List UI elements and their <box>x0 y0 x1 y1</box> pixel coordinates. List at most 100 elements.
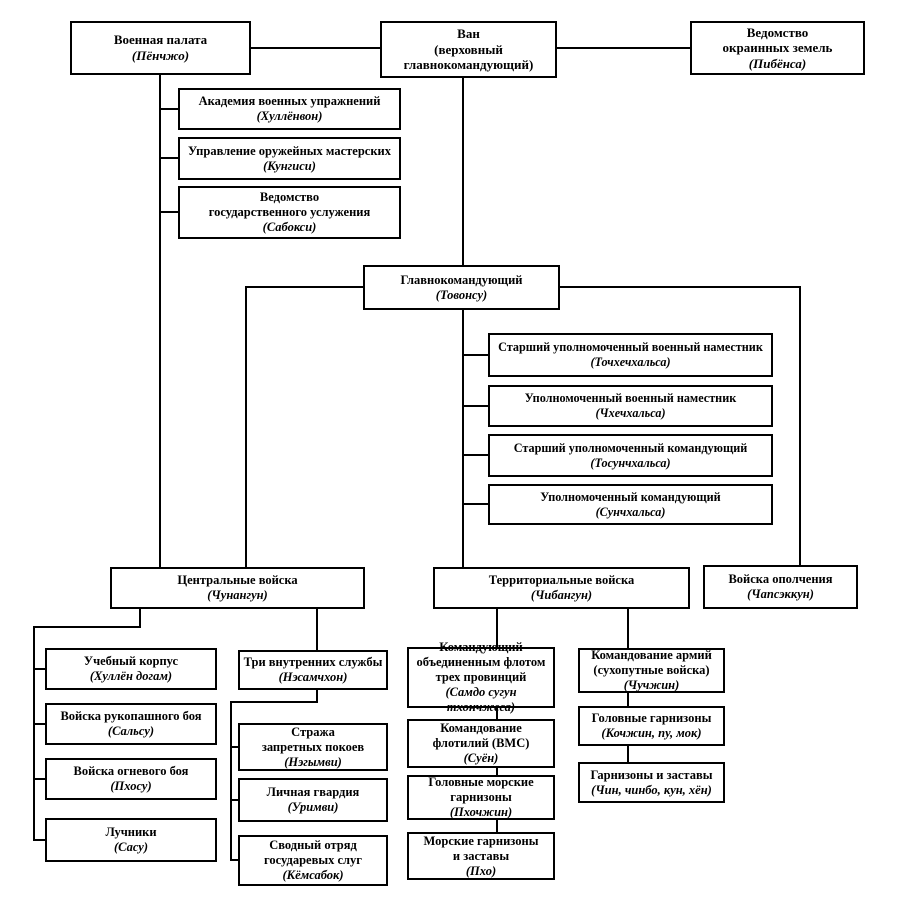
node-label: Управление оружейных мастерских <box>188 143 391 158</box>
connector-line <box>462 503 488 505</box>
node-senior-military-governor: Старший уполномоченный военный наместник… <box>488 333 773 377</box>
connector-line <box>316 609 318 650</box>
connector-line <box>33 723 45 725</box>
node-training-corps: Учебный корпус(Хуллён догам) <box>45 648 217 690</box>
node-label: Морские гарнизоны <box>423 833 539 848</box>
connector-line <box>33 839 45 841</box>
node-transliteration: (Хуллёнвон) <box>256 109 323 123</box>
node-transliteration: (Товонсу) <box>435 287 488 302</box>
node-transliteration: (Пхо) <box>465 863 497 878</box>
node-label: окраинных земель <box>722 40 833 56</box>
node-label: Войска ополчения <box>728 572 833 586</box>
connector-line <box>230 701 318 703</box>
node-three-inner-services: Три внутренних службы(Нэсамчхон) <box>238 650 388 690</box>
node-label: Личная гвардия <box>266 785 360 799</box>
node-transliteration: (Чибангун) <box>530 588 593 602</box>
connector-line <box>462 78 464 265</box>
connector-line <box>159 75 161 567</box>
node-label: Уполномоченный военный наместник <box>524 391 737 406</box>
node-label: (верховный <box>434 41 503 57</box>
connector-line <box>316 690 318 703</box>
connector-line <box>627 609 629 648</box>
node-academy: Академия военных упражнений(Хуллёнвон) <box>178 88 401 130</box>
connector-line <box>33 778 45 780</box>
node-personal-guard: Личная гвардия(Уримви) <box>238 778 388 822</box>
node-archers: Лучники(Сасу) <box>45 818 217 862</box>
node-label: Ведомство <box>746 24 809 40</box>
node-central-troops: Центральные войска(Чунангун) <box>110 567 365 609</box>
node-label: Три внутренних службы <box>243 655 383 669</box>
node-transliteration: (Сасу) <box>113 840 148 854</box>
node-label: Лучники <box>105 825 157 839</box>
node-melee-troops: Войска рукопашного боя(Сальсу) <box>45 703 217 745</box>
node-transliteration: (Тосунчхальса) <box>590 455 671 470</box>
node-transliteration: (Чунангун) <box>207 588 268 602</box>
node-transliteration: (Нэсамчхон) <box>278 670 348 684</box>
node-transliteration: (Нэгымви) <box>284 754 342 769</box>
connector-line <box>139 609 141 628</box>
node-label: объединенным флотом <box>416 655 546 669</box>
node-transliteration: (Суён) <box>463 751 499 765</box>
connector-line <box>462 405 488 407</box>
node-commander-in-chief: Главнокомандующий(Товонсу) <box>363 265 560 310</box>
connector-line <box>462 454 488 456</box>
node-label: Командующий <box>439 640 523 654</box>
node-war-ministry: Военная палата(Пёнчжо) <box>70 21 251 75</box>
node-label: Старший уполномоченный военный наместник <box>498 340 763 355</box>
node-label: Командование <box>440 721 522 735</box>
node-label: Ведомство <box>259 190 320 204</box>
node-transliteration: (Сабокси) <box>262 220 317 234</box>
node-head-garrisons: Головные гарнизоны(Кочжин, пу, мок) <box>578 706 725 746</box>
connector-line <box>496 820 498 832</box>
node-label: государевых слуг <box>264 853 362 867</box>
node-transliteration: (Точхечхальса) <box>590 355 671 369</box>
node-label: Гарнизоны и заставы <box>590 767 713 782</box>
node-label: трех провинций <box>435 670 527 684</box>
node-label: Командование армий <box>591 648 712 662</box>
node-transliteration: (Пхосу) <box>110 779 152 793</box>
node-senior-commander: Старший уполномоченный командующий(Тосун… <box>488 434 773 477</box>
connector-line <box>245 286 247 567</box>
node-transliteration: (Чучжин) <box>623 678 680 692</box>
node-transliteration: (Сунчхальса) <box>595 504 666 519</box>
node-transliteration: (Кёмсабок) <box>282 868 344 882</box>
connector-line <box>230 859 238 861</box>
node-label: Центральные войска <box>177 573 298 587</box>
node-label: Головные морские <box>428 775 534 789</box>
connector-line <box>627 746 629 762</box>
connector-line <box>462 310 464 567</box>
node-label: Территориальные войска <box>488 573 635 587</box>
node-fire-troops: Войска огневого боя(Пхосу) <box>45 758 217 800</box>
node-transliteration: (Чин, чинбо, кун, хён) <box>591 782 712 797</box>
connector-line <box>33 668 45 670</box>
connector-line <box>799 286 801 565</box>
node-label: Уполномоченный командующий <box>540 489 721 504</box>
node-label: главнокомандующий) <box>403 57 534 73</box>
connector-line <box>159 157 178 159</box>
connector-line <box>230 799 238 801</box>
node-transliteration: (Самдо сугун тхончжеса) <box>445 685 517 714</box>
node-transliteration: (Пибёнса) <box>748 55 807 71</box>
node-transliteration: (Чхечхальса) <box>595 406 666 420</box>
node-transliteration: (Кунгиси) <box>263 158 316 173</box>
node-commander: Уполномоченный командующий(Сунчхальса) <box>488 484 773 525</box>
connector-line <box>245 286 363 288</box>
node-label: Войска огневого боя <box>73 764 189 778</box>
node-transliteration: (Чапсэккун) <box>747 587 814 601</box>
connector-line <box>230 746 238 748</box>
connector-line <box>159 211 178 213</box>
connector-line <box>560 286 801 288</box>
node-transliteration: (Пёнчжо) <box>131 48 190 63</box>
connector-line <box>33 626 35 841</box>
node-label: и заставы <box>452 848 510 863</box>
node-garrisons-outposts: Гарнизоны и заставы(Чин, чинбо, кун, хён… <box>578 762 725 803</box>
